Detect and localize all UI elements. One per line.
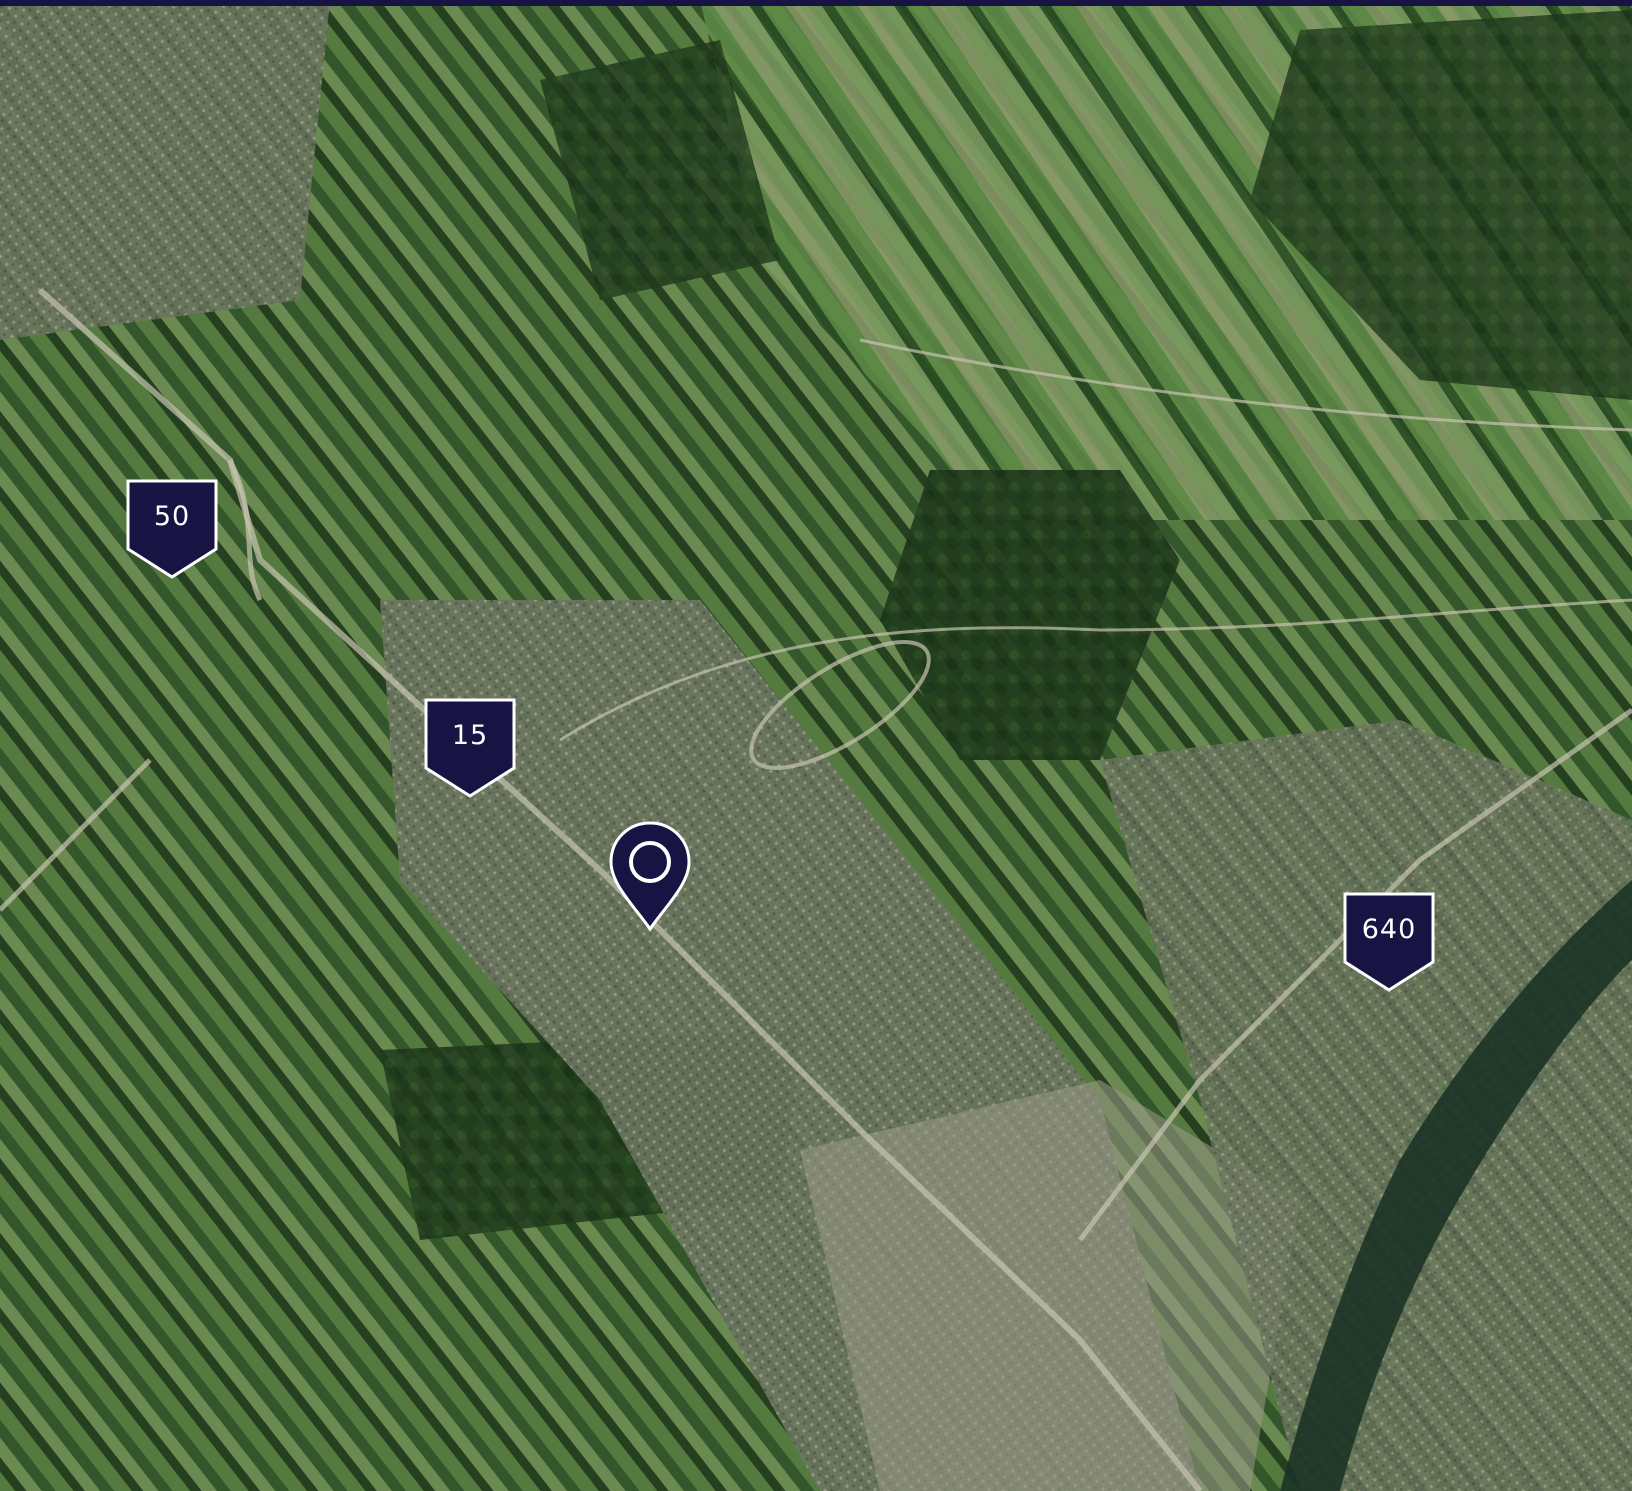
location-pin-icon: [609, 821, 691, 932]
route-shield-icon: [1343, 892, 1435, 992]
route-shield-640[interactable]: 640: [1343, 892, 1435, 993]
route-shield-icon: [424, 698, 516, 798]
location-pin[interactable]: [608, 820, 692, 932]
route-shield-label: 15: [451, 720, 489, 751]
route-shield-50[interactable]: 50: [126, 479, 218, 580]
route-shield-icon: [126, 479, 218, 579]
top-bar: [0, 0, 1632, 6]
route-shield-label: 640: [1361, 914, 1417, 945]
route-shield-label: 50: [153, 501, 191, 532]
route-shield-15[interactable]: 15: [424, 698, 516, 799]
